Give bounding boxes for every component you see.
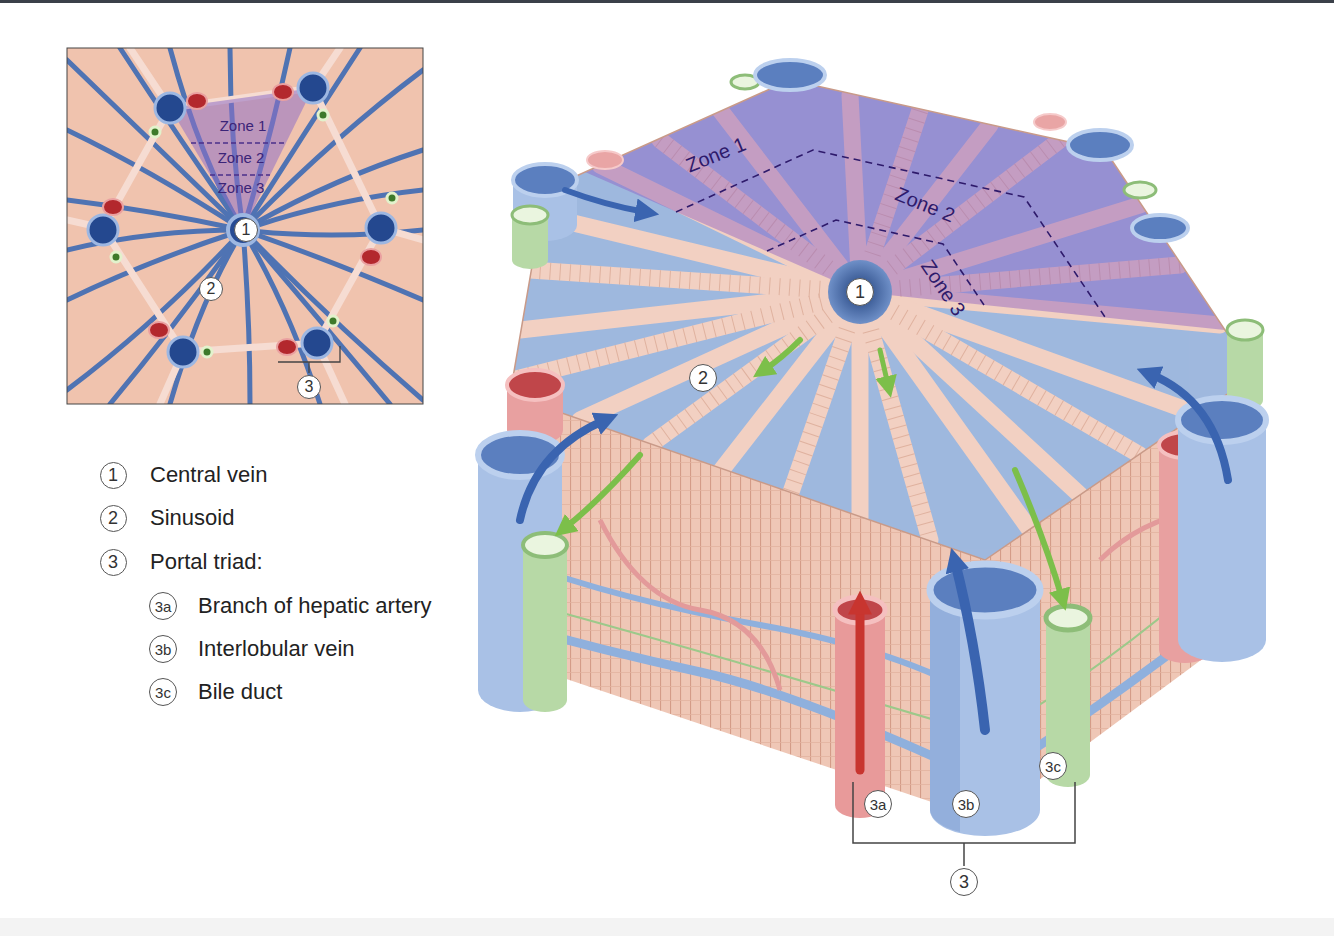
- callout-number: 3: [108, 553, 118, 571]
- callout-number: 2: [207, 281, 216, 297]
- callout-number: 3: [305, 379, 314, 395]
- callout-circle: 2: [689, 364, 717, 392]
- callout-circle: 3: [297, 375, 321, 399]
- callout-number: 3b: [958, 797, 975, 812]
- key-label: Central vein: [150, 462, 267, 487]
- callout-circle: 3a: [864, 790, 892, 818]
- callout-circle: 3b: [952, 790, 980, 818]
- callout-circle: 1: [100, 462, 127, 489]
- callout-circle: 2: [100, 505, 127, 532]
- zone-label: Zone 1: [220, 117, 267, 134]
- callout-number: 1: [108, 466, 118, 484]
- callout-number: 1: [242, 222, 251, 238]
- callout-number: 3b: [155, 642, 172, 657]
- callout-circle: 3b: [149, 635, 177, 663]
- callout-circle: 2: [199, 277, 223, 301]
- zone-label: Zone 2: [218, 149, 265, 166]
- callout-circle: 3: [950, 868, 978, 896]
- key-label: Branch of hepatic artery: [198, 593, 432, 618]
- callout-circle: 1: [234, 218, 258, 242]
- key-label: Bile duct: [198, 679, 282, 704]
- callout-number: 3c: [1045, 759, 1061, 774]
- callout-number: 3: [959, 873, 969, 891]
- key-label: Portal triad:: [150, 549, 263, 574]
- callout-number: 2: [698, 369, 708, 387]
- key-label: Interlobular vein: [198, 636, 355, 661]
- callout-circle: 1: [846, 278, 874, 306]
- callout-number: 3a: [155, 599, 172, 614]
- callout-number: 3c: [155, 685, 171, 700]
- zone-label: Zone 3: [218, 179, 265, 196]
- callout-number: 2: [108, 509, 118, 527]
- callout-circle: 3c: [1039, 752, 1067, 780]
- callout-circle: 3: [100, 549, 127, 576]
- key-label: Sinusoid: [150, 505, 234, 530]
- callout-number: 1: [855, 283, 865, 301]
- callout-circle: 3a: [149, 592, 177, 620]
- callout-circle: 3c: [149, 678, 177, 706]
- callout-number: 3a: [870, 797, 887, 812]
